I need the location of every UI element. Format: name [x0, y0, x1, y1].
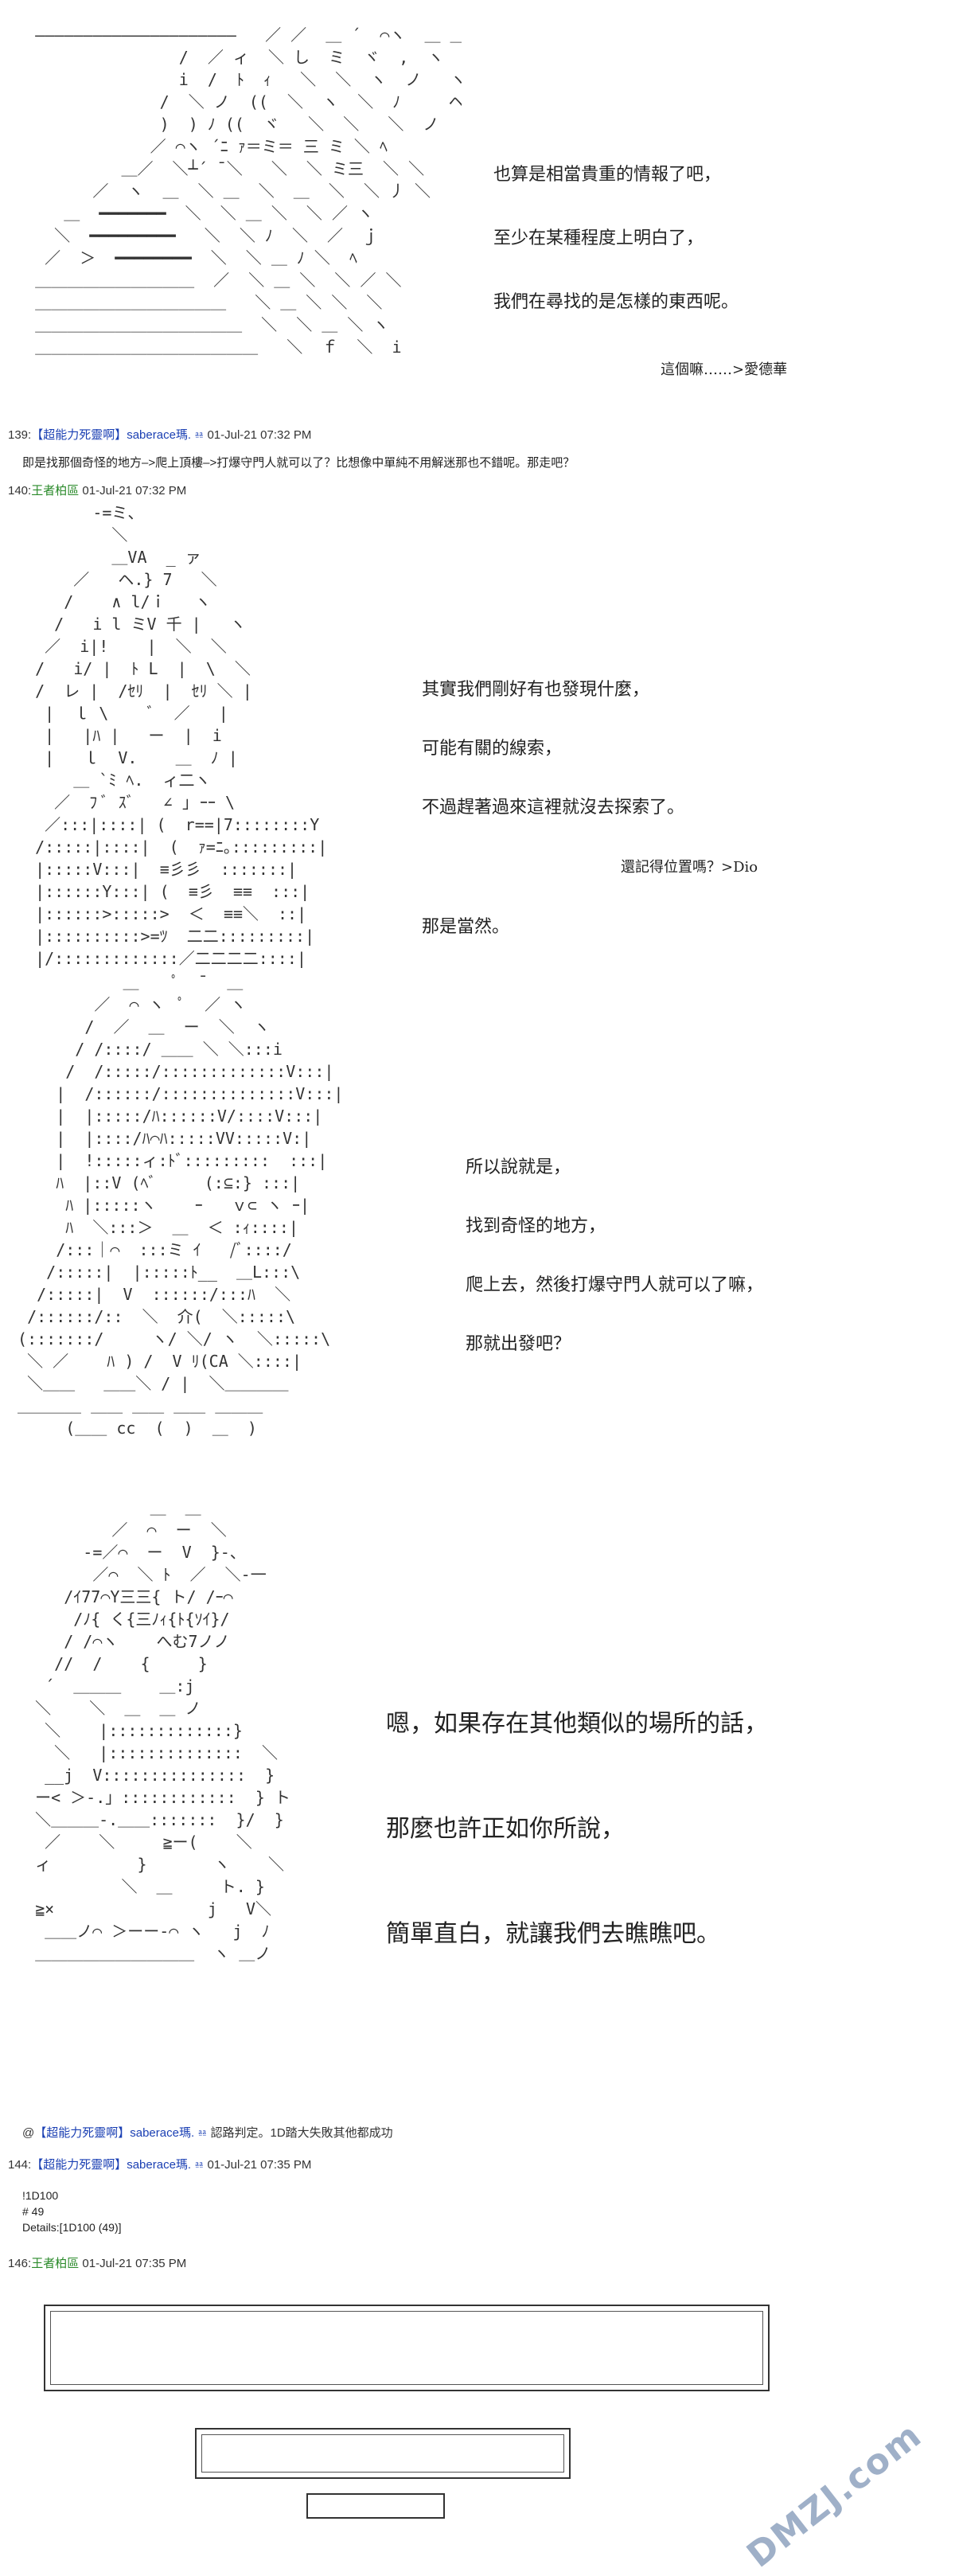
post-header-144: 144:【超能力死靈啊】saberace瑪. ⎂ 01-Jul-21 07:35… — [8, 2156, 311, 2172]
post-body-139: 即是找那個奇怪的地方–>爬上頂樓–>打爆守門人就可以了？比想像中單純不用解迷那也… — [22, 456, 575, 470]
dice-command: !1D100 — [22, 2189, 59, 2202]
ascii-art-panel-3: ＿ ﾟ ¯ ＿ ／ ⌒ ヽ ﾟ ／ ヽ / ／ ＿ ー ＼ ヽ / /::::/… — [18, 973, 344, 1438]
ascii-art-panel-4: ＿ ＿ ／ ⌒ ー ＼ -=／⌒ ー V }-、 ／⌒ ＼ ﾄ ／ ＼-一 /ｲ… — [35, 1498, 290, 1963]
post-number: 144: — [8, 2158, 32, 2172]
panel3-line-3: 爬上去，然後打爆守門人就可以了嘛， — [466, 1275, 764, 1295]
mention-author[interactable]: saberace瑪. — [130, 2126, 195, 2140]
post-number: 140: — [8, 484, 32, 498]
panel4-line-3: 簡單直白，就讓我們去瞧瞧吧。 — [386, 1920, 720, 1948]
panel1-line-3: 我們在尋找的是怎樣的東西呢。 — [493, 292, 739, 312]
dice-block: !1D100 # 49 Details:[1D100 (49)] — [22, 2188, 122, 2235]
panel2-reply: 那是當然。 — [422, 917, 510, 937]
post-header-146: 146:王者柏區 01-Jul-21 07:35 PM — [8, 2254, 186, 2271]
post-number: 139: — [8, 428, 32, 442]
panel3-line-2: 找到奇怪的地方， — [466, 1216, 606, 1236]
mail-icon[interactable]: ⎂ — [194, 428, 205, 442]
panel4-line-1: 嗯，如果存在其他類似的場所的話， — [386, 1710, 768, 1738]
mail-icon[interactable]: ⎂ — [194, 2158, 205, 2172]
post-header-139: 139:【超能力死靈啊】saberace瑪. ⎂ 01-Jul-21 07:32… — [8, 426, 311, 443]
post-author[interactable]: saberace瑪. — [127, 2158, 192, 2172]
dice-result: # 49 — [22, 2205, 45, 2218]
panel3-line-1: 所以說就是， — [466, 1157, 571, 1177]
panel2-line-3: 不過趕著過來這裡就沒去探索了。 — [422, 798, 685, 818]
panel1-line-2: 至少在某種程度上明白了， — [493, 228, 704, 248]
frame-medium — [195, 2428, 571, 2479]
panel1-side-note: 這個嘛……>愛德華 — [661, 361, 788, 378]
panel2-line-2: 可能有關的線索， — [422, 739, 563, 759]
frame-large — [44, 2305, 770, 2391]
panel4-line-2: 那麼也許正如你所說， — [386, 1815, 625, 1843]
frame-inner-line — [201, 2434, 564, 2473]
post-header-140: 140:王者柏區 01-Jul-21 07:32 PM — [8, 482, 186, 498]
panel2-line-1: 其實我們剛好有也發現什麼， — [422, 680, 650, 700]
frame-small — [306, 2493, 445, 2519]
watermark-text: DMZJ.com — [739, 2414, 930, 2576]
mail-icon[interactable]: ⎂ — [197, 2126, 208, 2140]
dice-details: Details:[1D100 (49)] — [22, 2221, 122, 2234]
post-name[interactable]: 【超能力死靈啊】 — [31, 428, 127, 442]
post-name[interactable]: 【超能力死靈啊】 — [31, 2158, 127, 2172]
mention-prefix: @ — [22, 2126, 35, 2140]
panel2-side-note: 還記得位置嗎？>Dio — [621, 859, 758, 876]
post-name[interactable]: 王者柏區 — [31, 2257, 80, 2270]
mention-name[interactable]: 【超能力死靈啊】 — [34, 2126, 131, 2140]
watermark-logo: DMZJ.com — [739, 2414, 930, 2575]
post-date: 01-Jul-21 07:35 PM — [207, 2158, 312, 2172]
post-date: 01-Jul-21 07:35 PM — [82, 2257, 187, 2270]
ascii-art-panel-1: ――――――――――――――――――――― ／ ／ ＿ ´ ⌒ヽ ＿ ＿ / ／… — [35, 25, 462, 357]
post-number: 146: — [8, 2257, 32, 2270]
post-date: 01-Jul-21 07:32 PM — [82, 484, 187, 498]
panel3-line-4: 那就出發吧？ — [466, 1334, 571, 1354]
frame-inner-line — [50, 2311, 763, 2385]
post-author[interactable]: saberace瑪. — [127, 428, 192, 442]
panel1-line-1: 也算是相當貴重的情報了吧， — [493, 165, 722, 185]
ascii-art-panel-2: -=ミ、 ＼ ＿VA _ ァ ／ ヘ.} 7 ＼ / ∧ l/ｉ ヽ / i l… — [35, 503, 328, 968]
post-name[interactable]: 王者柏區 — [31, 484, 80, 498]
post-date: 01-Jul-21 07:32 PM — [207, 428, 312, 442]
dice-mention: @【超能力死靈啊】saberace瑪. ⎂ 認路判定。1D踏大失敗其他都成功 — [22, 2124, 393, 2141]
mention-text: 認路判定。1D踏大失敗其他都成功 — [210, 2126, 393, 2140]
